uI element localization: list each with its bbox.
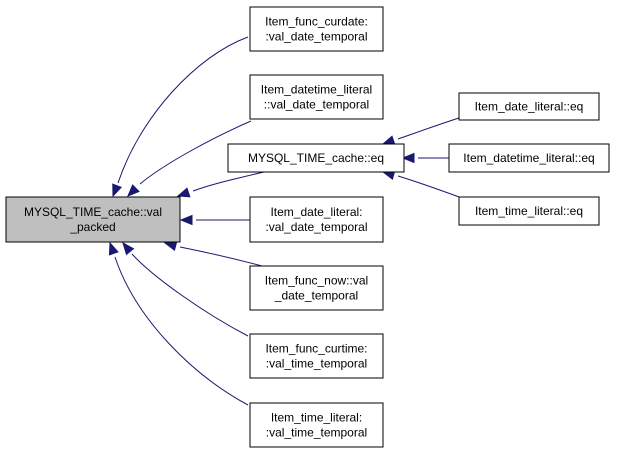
node-label-line: Item_datetime_literal xyxy=(261,83,372,97)
node-label-line: Item_time_literal: xyxy=(271,411,362,425)
edge-time_lit-to-root xyxy=(108,241,249,406)
node-time_lit[interactable]: Item_time_literal::val_time_temporal xyxy=(249,402,384,448)
node-label-line: :val_time_temporal xyxy=(266,357,367,371)
node-cache_eq[interactable]: MYSQL_TIME_cache::eq xyxy=(227,143,405,173)
node-label-line: Item_func_curdate: xyxy=(265,15,368,29)
node-box[interactable] xyxy=(249,333,384,379)
node-curdate[interactable]: Item_func_curdate::val_date_temporal xyxy=(249,6,384,52)
node-box[interactable] xyxy=(448,143,610,173)
edge-line xyxy=(117,36,249,184)
arrowhead xyxy=(108,241,119,256)
node-datetime_lit[interactable]: Item_datetime_literal::val_date_temporal xyxy=(249,74,384,120)
edge-line xyxy=(397,116,463,140)
edge-line xyxy=(192,171,265,192)
node-box[interactable] xyxy=(458,196,600,226)
edge-date_lit-to-root xyxy=(179,214,250,226)
node-label-line: :val_date_temporal xyxy=(265,220,367,234)
node-func_now[interactable]: Item_func_now::val_date_temporal xyxy=(249,265,384,311)
node-label-line: _date_temporal xyxy=(274,289,358,303)
node-box[interactable] xyxy=(249,265,384,311)
node-label-line: Item_date_literal::eq xyxy=(475,100,584,114)
node-box[interactable] xyxy=(227,143,405,173)
node-label-line: Item_func_curtime: xyxy=(265,342,367,356)
edge-datetime_lit_eq-to-cache_eq xyxy=(401,152,450,164)
node-datetime_lit_eq[interactable]: Item_datetime_literal::eq xyxy=(448,143,610,173)
node-label-line: _packed xyxy=(69,220,115,234)
edge-line xyxy=(397,175,463,199)
arrowhead xyxy=(179,214,193,226)
nodes-layer: MYSQL_TIME_cache::val_packedItem_func_cu… xyxy=(5,6,610,448)
edge-time_lit_eq-to-cache_eq xyxy=(381,169,463,199)
edge-curdate-to-root xyxy=(112,36,249,198)
node-date_lit[interactable]: Item_date_literal::val_date_temporal xyxy=(249,196,384,243)
node-label-line: Item_date_literal: xyxy=(270,205,362,219)
node-label-line: :val_date_temporal xyxy=(265,30,367,44)
edge-line xyxy=(114,256,249,406)
node-root[interactable]: MYSQL_TIME_cache::val_packed xyxy=(5,196,181,243)
node-label-line: Item_time_literal::eq xyxy=(475,204,583,218)
edge-line xyxy=(139,120,252,185)
node-time_lit_eq[interactable]: Item_time_literal::eq xyxy=(458,196,600,226)
node-label-line: MYSQL_TIME_cache::val xyxy=(24,205,162,219)
node-box[interactable] xyxy=(249,402,384,448)
arrowhead xyxy=(163,240,178,252)
node-date_lit_eq[interactable]: Item_date_literal::eq xyxy=(458,92,600,121)
arrowhead xyxy=(401,152,415,164)
edges-layer xyxy=(108,36,463,406)
node-box[interactable] xyxy=(249,6,384,52)
arrowhead xyxy=(112,183,123,198)
node-box[interactable] xyxy=(458,92,600,121)
edge-curtime-to-root xyxy=(122,241,249,337)
node-curtime[interactable]: Item_func_curtime::val_time_temporal xyxy=(249,333,384,379)
node-label-line: MYSQL_TIME_cache::eq xyxy=(248,151,384,165)
edge-line xyxy=(179,246,263,267)
arrowhead xyxy=(127,184,140,197)
edge-cache_eq-to-root xyxy=(176,171,265,198)
edge-date_lit_eq-to-cache_eq xyxy=(381,116,463,146)
arrowhead xyxy=(176,187,191,198)
node-label-line: :val_time_temporal xyxy=(266,426,367,440)
node-label-line: ::val_date_temporal xyxy=(264,98,369,112)
arrowhead xyxy=(122,241,135,256)
node-box[interactable] xyxy=(5,196,181,243)
edge-line xyxy=(131,253,249,337)
node-box[interactable] xyxy=(249,74,384,120)
node-label-line: Item_datetime_literal::eq xyxy=(463,151,594,165)
edge-datetime_lit-to-root xyxy=(127,120,252,197)
edge-func_now-to-root xyxy=(163,240,263,267)
node-label-line: Item_func_now::val xyxy=(265,274,368,288)
node-box[interactable] xyxy=(249,196,384,243)
